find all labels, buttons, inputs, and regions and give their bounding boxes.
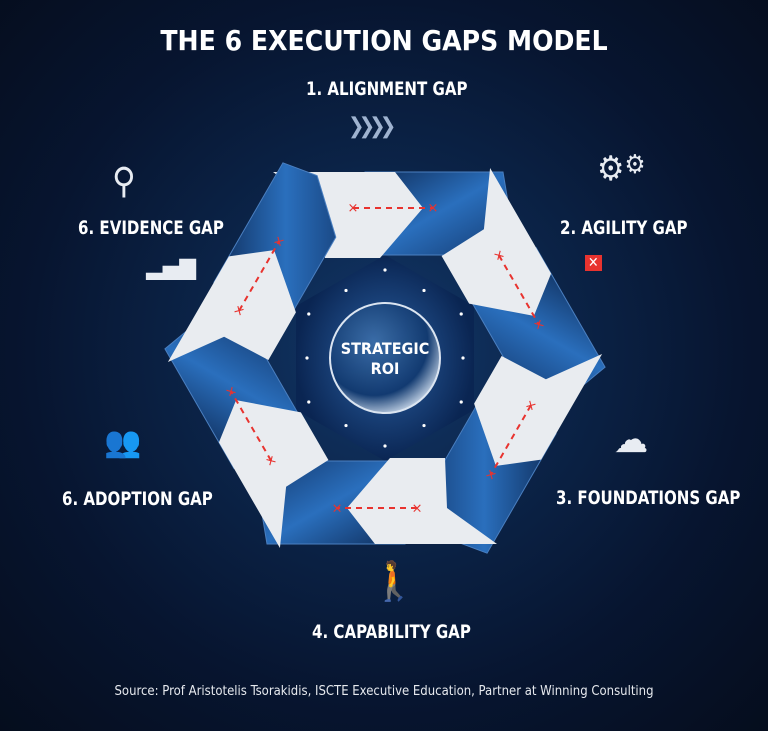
sparkle-dot (422, 288, 426, 293)
segment-white-arrow (218, 400, 329, 548)
source-citation: Source: Prof Aristotelis Tsorakidis, ISC… (114, 684, 654, 699)
gap-x-mark: × (332, 500, 343, 515)
magnifier-icon: ⚲ (112, 161, 136, 202)
gap-x-mark: × (348, 201, 359, 216)
road-blocked-icon: ✕ (585, 250, 602, 272)
people-down-arrow-icon: 👥 (104, 425, 142, 460)
center-label-line-2: ROI (371, 359, 400, 378)
segment-white-arrow (441, 168, 552, 316)
gap-label-alignment: 1. ALIGNMENT GAP (306, 78, 468, 100)
sparkle-dot (307, 400, 311, 404)
strategic-roi-orb (329, 302, 441, 414)
segment-white-arrow (347, 458, 497, 544)
sparkle-dot (383, 444, 387, 448)
gap-segment-adoption: ×× (164, 325, 329, 548)
bar-chart-icon: ▂▄▆ (146, 252, 196, 280)
gap-dashed-line (238, 240, 280, 312)
gap-label-agility: 2. AGILITY GAP (560, 217, 688, 239)
cloud-storm-icon: ☁ (614, 417, 649, 461)
sparkle-dot (459, 312, 463, 316)
segment-white-arrow (474, 354, 603, 466)
sparkle-dot (383, 268, 387, 272)
page-title: THE 6 EXECUTION GAPS MODEL (160, 24, 608, 57)
gap-segment-capability: ×× (260, 458, 497, 545)
gap-x-mark: × (412, 500, 423, 515)
gap-label-adoption: 6. ADOPTION GAP (62, 488, 213, 510)
chevrons-right-icon: ❯❯❯❯ (348, 114, 396, 139)
gears-icon: ⚙⚙ (597, 149, 646, 189)
gap-label-foundations: 3. FOUNDATIONS GAP (556, 487, 741, 509)
sparkle-dot (305, 356, 309, 360)
sparkle-dot (459, 400, 463, 404)
gap-x-mark: × (428, 201, 439, 216)
gap-dashed-line (230, 390, 272, 462)
gap-segment-evidence: ×× (167, 162, 337, 362)
sparkle-dot (422, 423, 426, 428)
sparkle-dot (344, 423, 348, 428)
sparkle-dot (344, 288, 348, 293)
sparkle-dot (461, 356, 465, 360)
gap-label-evidence: 6. EVIDENCE GAP (78, 217, 224, 239)
gap-segment-agility: ×× (441, 168, 606, 391)
gap-label-capability: 4. CAPABILITY GAP (312, 621, 471, 643)
sparkle-dot (307, 312, 311, 316)
center-label-line-1: STRATEGIC (341, 339, 430, 358)
person-pushing-box-icon: 🚶 (370, 559, 418, 603)
gap-segment-foundations: ×× (433, 354, 603, 554)
gap-dashed-line (490, 404, 532, 476)
gap-dashed-line (498, 254, 540, 326)
segment-white-arrow (167, 250, 296, 362)
